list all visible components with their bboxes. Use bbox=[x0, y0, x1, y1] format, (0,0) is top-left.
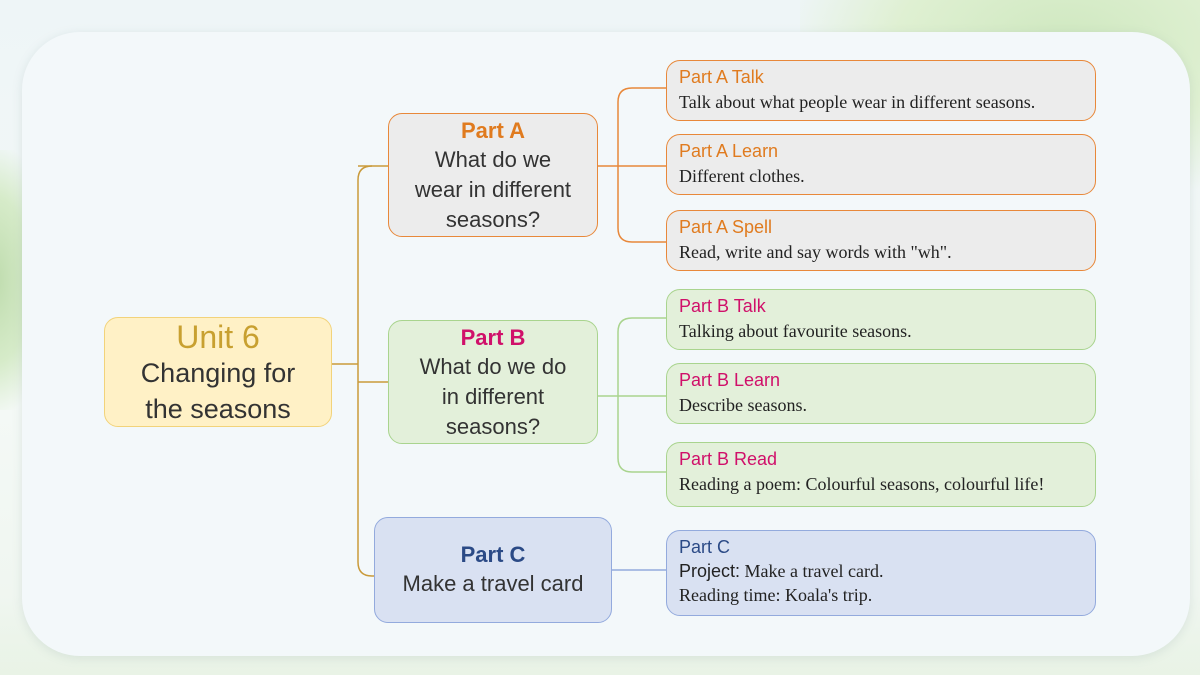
part-a-question-line1: What do we bbox=[434, 147, 552, 172]
leaf-description: Describe seasons. bbox=[679, 395, 807, 415]
leaf-part-c: Part C Project: Make a travel card. Read… bbox=[666, 530, 1096, 616]
part-a-title: Part A bbox=[461, 118, 525, 143]
leaf-description: Talk about what people wear in different… bbox=[679, 92, 1036, 112]
root-topic-line1: Changing for bbox=[140, 358, 296, 388]
leaf-title: Part B Learn bbox=[679, 370, 781, 390]
part-a-question-line2: wear in different bbox=[414, 177, 572, 202]
part-a-question-line3: seasons? bbox=[445, 207, 541, 232]
leaf-reading-line: Reading time: Koala's trip. bbox=[679, 585, 873, 605]
leaf-part-a-talk: Part A Talk Talk about what people wear … bbox=[666, 60, 1096, 121]
root-unit-label: Unit 6 bbox=[176, 319, 260, 355]
part-b-node: Part B What do we do in different season… bbox=[388, 320, 598, 444]
part-b-question-line3: seasons? bbox=[445, 414, 541, 439]
part-b-title: Part B bbox=[460, 325, 526, 350]
part-a-node: Part A What do we wear in different seas… bbox=[388, 113, 598, 237]
leaf-description: Talking about favourite seasons. bbox=[679, 321, 912, 341]
connector-partB-trunk bbox=[617, 317, 666, 473]
root-topic-line2: the seasons bbox=[145, 394, 291, 424]
leaf-description: Reading a poem: Colourful seasons, colou… bbox=[679, 474, 1045, 494]
leaf-part-b-learn: Part B Learn Describe seasons. bbox=[666, 363, 1096, 424]
connector-partA-trunk bbox=[617, 87, 666, 243]
leaf-title: Part A Spell bbox=[679, 217, 773, 237]
part-b-question-line1: What do we do bbox=[419, 354, 567, 379]
leaf-part-a-spell: Part A Spell Read, write and say words w… bbox=[666, 210, 1096, 271]
leaf-project-line: Project: Make a travel card. bbox=[679, 559, 1083, 583]
leaf-part-b-read: Part B Read Reading a poem: Colourful se… bbox=[666, 442, 1096, 507]
leaf-description: Different clothes. bbox=[679, 166, 805, 186]
part-c-subtitle: Make a travel card bbox=[402, 571, 584, 596]
leaf-title: Part A Learn bbox=[679, 141, 779, 161]
leaf-title: Part B Talk bbox=[679, 296, 766, 316]
project-text: Make a travel card. bbox=[740, 561, 884, 581]
leaf-title: Part C bbox=[679, 537, 731, 557]
leaf-description: Read, write and say words with "wh". bbox=[679, 242, 952, 262]
part-b-question-line2: in different bbox=[441, 384, 545, 409]
part-c-title: Part C bbox=[460, 542, 526, 567]
leaf-title: Part B Read bbox=[679, 449, 778, 469]
leaf-title: Part A Talk bbox=[679, 67, 764, 87]
root-node-unit-6: Unit 6 Changing for the seasons bbox=[104, 317, 332, 427]
connector-trunk bbox=[357, 165, 373, 577]
leaf-part-b-talk: Part B Talk Talking about favourite seas… bbox=[666, 289, 1096, 350]
leaf-part-a-learn: Part A Learn Different clothes. bbox=[666, 134, 1096, 195]
part-c-node: Part C Make a travel card bbox=[374, 517, 612, 623]
project-label: Project: bbox=[679, 561, 741, 581]
